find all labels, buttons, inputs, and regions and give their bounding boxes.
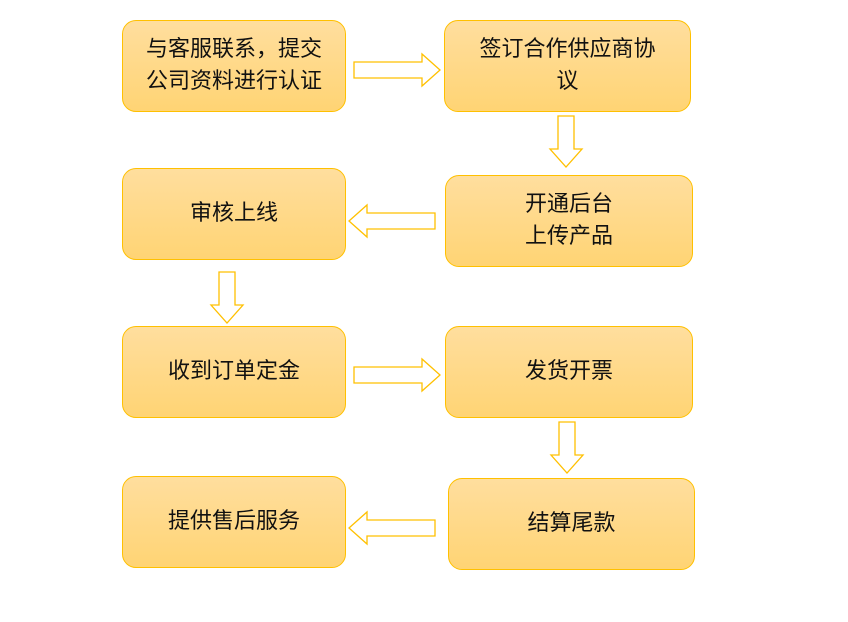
step-sign-agreement: 签订合作供应商协 议 <box>444 20 691 112</box>
step-final-payment: 结算尾款 <box>448 478 695 570</box>
arrow-down-icon <box>209 271 245 324</box>
step-ship-invoice: 发货开票 <box>445 326 693 418</box>
arrow-left-icon <box>348 203 436 239</box>
arrow-right-icon <box>353 357 441 393</box>
step-review-online: 审核上线 <box>122 168 346 260</box>
arrow-right-icon <box>353 52 441 88</box>
step-after-sales: 提供售后服务 <box>122 476 346 568</box>
step-open-backend: 开通后台 上传产品 <box>445 175 693 267</box>
arrow-left-icon <box>348 510 436 546</box>
arrow-down-icon <box>548 115 584 168</box>
step-receive-deposit: 收到订单定金 <box>122 326 346 418</box>
step-contact-support: 与客服联系，提交 公司资料进行认证 <box>122 20 346 112</box>
arrow-down-icon <box>549 421 585 474</box>
